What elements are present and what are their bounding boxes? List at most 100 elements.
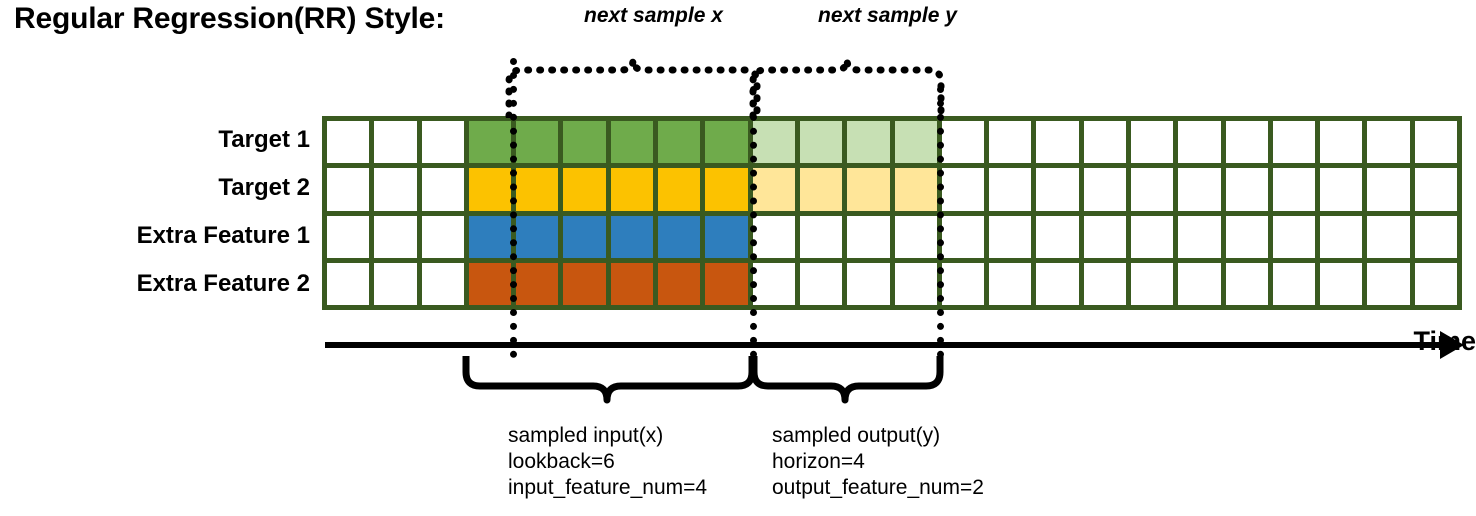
grid-cell	[941, 121, 985, 164]
grid-cell	[1083, 262, 1126, 305]
grid-cell	[1036, 121, 1079, 164]
sampled-output-title: sampled output(y)	[772, 424, 941, 447]
grid-cell	[752, 121, 795, 164]
page-title: Regular Regression(RR) Style:	[14, 2, 445, 35]
grid-cell	[847, 262, 890, 305]
grid-cell	[1036, 168, 1079, 211]
grid-cell	[658, 168, 701, 211]
grid-cell	[468, 262, 512, 305]
grid-cell	[516, 215, 559, 258]
grid-cell	[894, 168, 937, 211]
grid-cell	[374, 262, 417, 305]
grid-cell	[989, 121, 1032, 164]
grid-cell	[658, 121, 701, 164]
sampled-output-feature-num: output_feature_num=2	[772, 476, 984, 499]
grid-cell	[847, 168, 890, 211]
grid-cell	[1414, 168, 1457, 211]
grid-cell	[894, 121, 937, 164]
grid-cell	[610, 121, 654, 164]
grid-cell	[563, 121, 606, 164]
grid-cell	[894, 262, 937, 305]
sampled-output-description: sampled output(y) horizon=4 output_featu…	[772, 423, 984, 501]
brace-sampled-output	[750, 356, 944, 404]
grid-cell	[799, 168, 843, 211]
grid-cell	[1178, 168, 1221, 211]
grid-cell	[610, 215, 654, 258]
row-label-extra-feature-2: Extra Feature 2	[136, 270, 310, 297]
grid-cell	[941, 168, 985, 211]
grid-cell	[1225, 121, 1268, 164]
grid-cell	[1130, 168, 1174, 211]
grid-cell	[610, 262, 654, 305]
grid-cell	[941, 215, 985, 258]
grid-cell	[1178, 121, 1221, 164]
sampled-input-lookback: lookback=6	[508, 450, 615, 473]
annotation-next-sample-y: next sample y	[818, 4, 957, 27]
grid-cell	[1036, 215, 1079, 258]
brace-next-sample-x	[505, 59, 761, 118]
grid-cell	[1272, 121, 1316, 164]
grid-cell	[1414, 262, 1457, 305]
grid-cell	[1036, 262, 1079, 305]
grid-cell	[1320, 168, 1363, 211]
sampled-input-title: sampled input(x)	[508, 424, 664, 447]
grid-cell	[1367, 215, 1410, 258]
grid-cell	[705, 262, 748, 305]
grid-cell	[563, 168, 606, 211]
guide-line-output-end	[937, 86, 944, 358]
grid-cell	[799, 121, 843, 164]
grid-cell	[327, 262, 370, 305]
grid-cell	[421, 121, 464, 164]
grid-cell	[799, 215, 843, 258]
grid-cell	[1367, 121, 1410, 164]
grid-cell	[516, 262, 559, 305]
grid-cell	[941, 262, 985, 305]
grid-cell	[374, 215, 417, 258]
grid-cell	[705, 121, 748, 164]
annotation-next-sample-x: next sample x	[584, 4, 723, 27]
grid-cell	[1225, 215, 1268, 258]
row-label-target-1: Target 1	[218, 126, 310, 153]
grid-cell	[847, 121, 890, 164]
grid-cell	[1130, 215, 1174, 258]
grid-cell	[705, 168, 748, 211]
guide-line-input-end	[750, 86, 757, 358]
grid-cell	[1130, 121, 1174, 164]
grid-cell	[1083, 121, 1126, 164]
grid-cell	[1130, 262, 1174, 305]
grid-cell	[327, 168, 370, 211]
grid-cell	[1320, 121, 1363, 164]
grid-cell	[847, 215, 890, 258]
grid-cell	[374, 168, 417, 211]
grid-cell	[1414, 121, 1457, 164]
grid-cell	[421, 168, 464, 211]
time-axis-line	[325, 342, 1449, 348]
grid-cell	[610, 168, 654, 211]
brace-next-sample-y	[749, 59, 945, 118]
grid-cell	[799, 262, 843, 305]
grid-cell	[752, 215, 795, 258]
sampled-input-description: sampled input(x) lookback=6 input_featur…	[508, 423, 707, 501]
grid-cell	[421, 262, 464, 305]
row-label-column: Target 1 Target 2 Extra Feature 1 Extra …	[0, 116, 310, 310]
grid-cell	[1083, 215, 1126, 258]
grid-cell	[516, 121, 559, 164]
grid-cell	[1272, 262, 1316, 305]
brace-sampled-input	[462, 356, 756, 404]
grid-cell	[1272, 215, 1316, 258]
grid-cell	[563, 262, 606, 305]
grid-cell	[327, 121, 370, 164]
time-axis-arrow-icon	[1440, 331, 1464, 359]
grid-cell	[1272, 168, 1316, 211]
grid-cell	[327, 215, 370, 258]
grid-cell	[468, 168, 512, 211]
grid-cell	[421, 215, 464, 258]
grid-cell	[468, 121, 512, 164]
grid-cell	[1083, 168, 1126, 211]
grid-cell	[563, 215, 606, 258]
grid-cell	[658, 215, 701, 258]
grid-cell	[658, 262, 701, 305]
grid-cell	[1225, 168, 1268, 211]
row-label-target-2: Target 2	[218, 174, 310, 201]
